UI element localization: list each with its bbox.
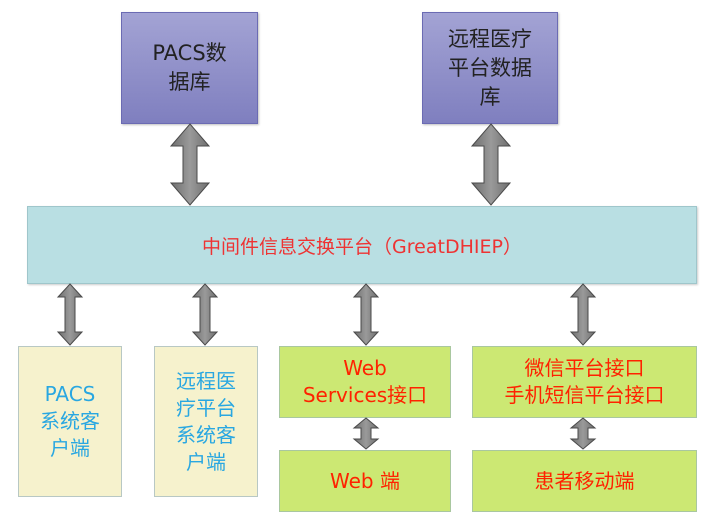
middleware-label: 中间件信息交换平台（GreatDHIEP）: [202, 235, 522, 258]
arrow-shape: [191, 283, 219, 346]
node-label-line: 系统客: [176, 422, 236, 447]
node-label-line: 平台数据: [448, 55, 532, 80]
web-services-interface-node: Web Services接口: [279, 346, 451, 418]
node-label-line: Web: [343, 356, 387, 380]
arrow-shape: [56, 283, 84, 346]
arrow-shape: [352, 417, 380, 450]
arrow-shape: [569, 283, 597, 346]
patient-mobile-endpoint-node: 患者移动端: [472, 450, 697, 512]
node-label-line: Services接口: [302, 383, 428, 407]
telemedicine-database-node: 远程医疗 平台数据 库: [422, 12, 558, 124]
node-label-line: 疗平台: [176, 395, 236, 420]
node-label-line: 库: [479, 84, 501, 109]
node-label: 患者移动端: [534, 468, 635, 493]
pacs-client-node: PACS 系统客 户端: [18, 346, 122, 497]
pacs-database-node: PACS数 据库: [121, 12, 258, 124]
node-label-line: 户端: [186, 449, 226, 474]
node-label-line: 远程医: [176, 368, 236, 393]
node-label-line: 手机短信平台接口: [504, 383, 665, 407]
arrow-shape: [470, 123, 512, 206]
node-label-line: 微信平台接口: [524, 356, 645, 380]
node-label: Web 端: [330, 468, 400, 493]
arrow-shape: [352, 283, 380, 346]
node-label-line: 系统客: [40, 409, 100, 433]
middleware-platform-node: 中间件信息交换平台（GreatDHIEP）: [27, 206, 697, 284]
node-label-line: 据库: [168, 70, 211, 94]
node-label-line: 远程医疗: [448, 26, 532, 51]
node-label-line: 户端: [50, 436, 90, 460]
node-label-line: PACS: [44, 382, 96, 406]
wechat-sms-interface-node: 微信平台接口 手机短信平台接口: [472, 346, 697, 418]
arrow-shape: [569, 417, 597, 450]
node-label-line: PACS数: [152, 41, 227, 65]
arrow-shape: [169, 123, 211, 206]
telemedicine-client-node: 远程医 疗平台 系统客 户端: [154, 346, 258, 497]
web-endpoint-node: Web 端: [279, 450, 451, 512]
